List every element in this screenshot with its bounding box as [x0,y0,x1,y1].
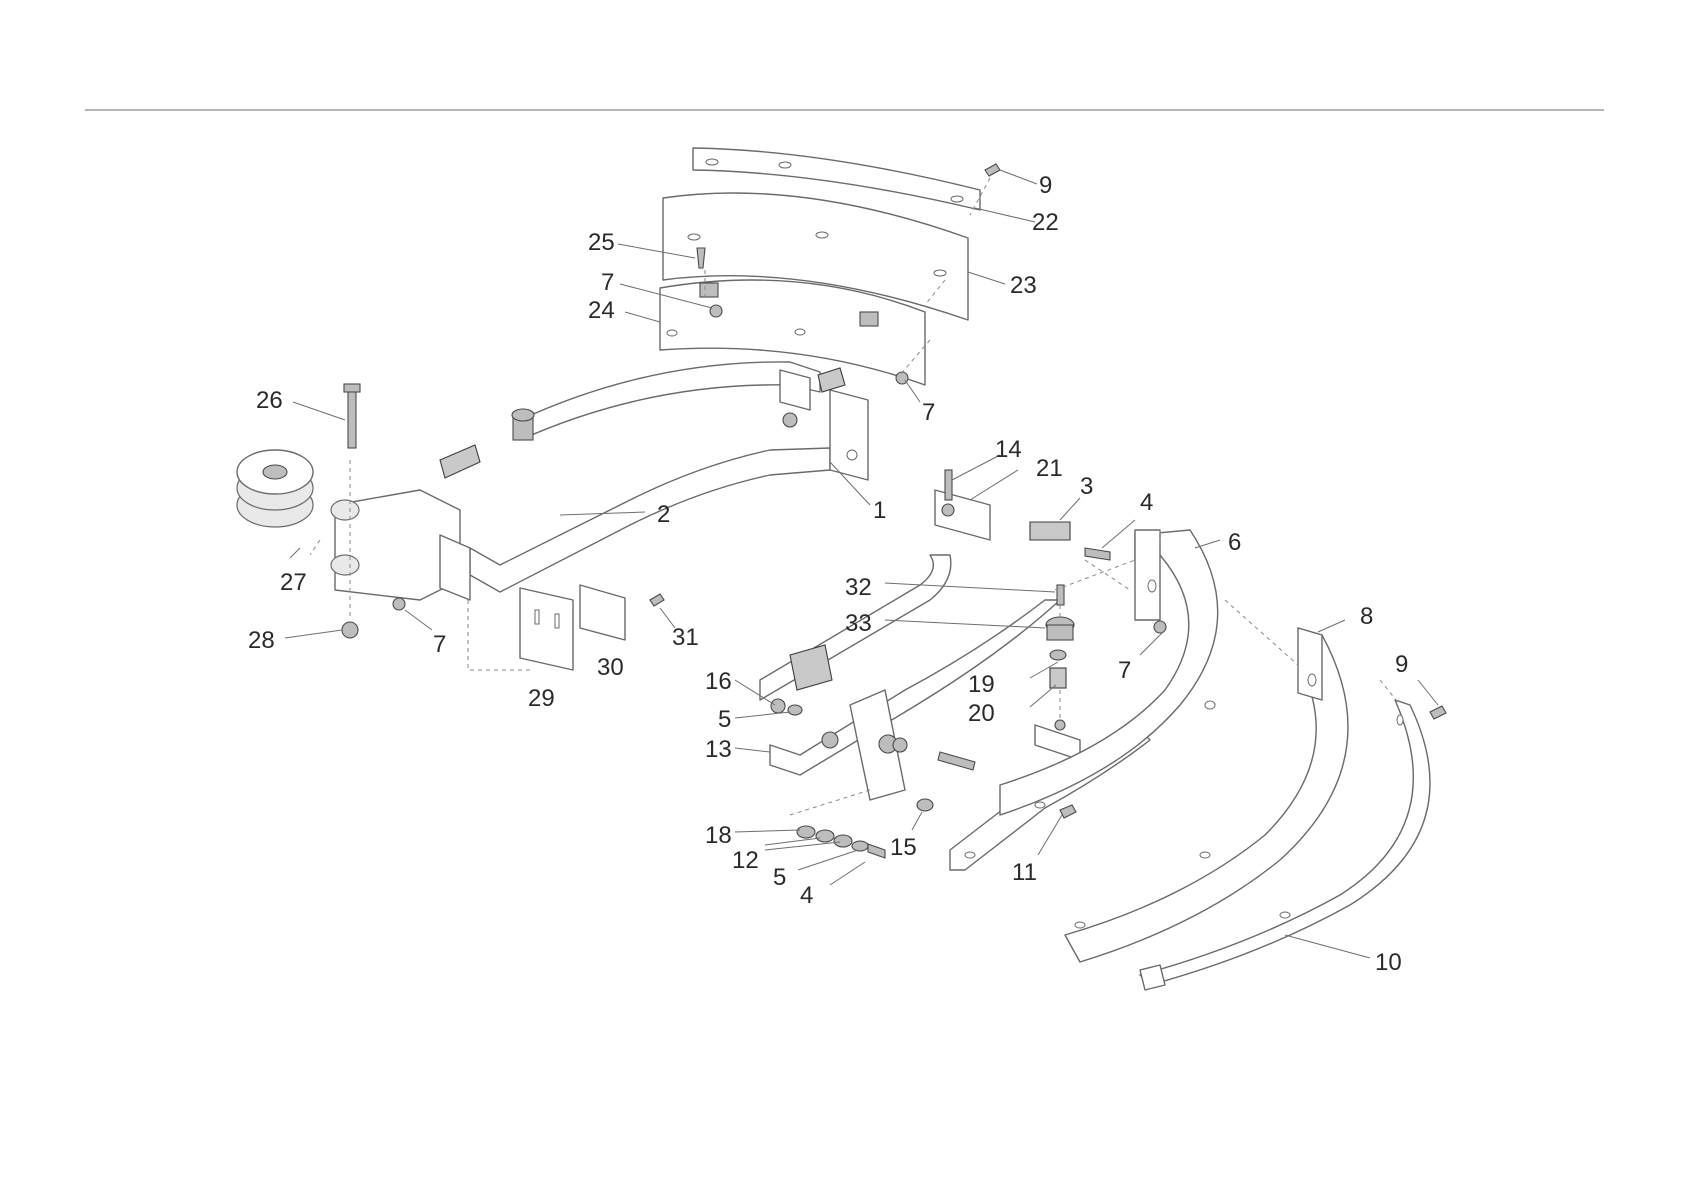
part-8-curved-guard [1065,628,1348,962]
callout-10: 10 [1375,949,1402,976]
tension-knob [512,409,534,440]
part-19-washer [1050,650,1066,660]
callout-2: 2 [657,501,670,528]
part-29-plate [520,588,573,670]
callout-11: 11 [1012,859,1037,886]
part-33-knob [1046,617,1074,640]
callout-3: 3 [1080,473,1093,500]
callout-21: 21 [1036,455,1063,482]
part-2-main-arm [470,362,830,592]
part-9-bolt-top [985,164,1000,176]
part-26-long-bolt [344,384,360,448]
callout-5-bottom: 5 [773,864,786,891]
callout-14: 14 [995,436,1022,463]
spring-mount [1035,720,1080,760]
callout-16: 16 [705,668,732,695]
part-14-pivot [935,470,990,540]
part-7-nut-guard [1154,621,1166,633]
callout-29: 29 [528,685,555,712]
callout-7-left: 7 [433,631,446,658]
part-30-plate [580,585,625,640]
callout-25: 25 [588,229,615,256]
spring-right-top [818,368,845,392]
pulley-housing [331,490,470,600]
callout-27: 27 [280,569,307,596]
part-7-nut-left [393,598,405,610]
part-25-pin [697,248,705,268]
callout-7-right: 7 [922,399,935,426]
part-3-spring [1030,522,1070,540]
part-20-spring [1050,668,1066,688]
callout-23: 23 [1010,272,1037,299]
callout-13: 13 [705,736,732,763]
callout-19: 19 [968,671,995,698]
part-5-washer-top [788,705,802,715]
callout-7-top: 7 [601,269,614,296]
part-27-pulley [237,450,313,527]
callout-30: 30 [597,654,624,681]
callout-7-guard: 7 [1118,657,1131,684]
callout-26: 26 [256,387,283,414]
callout-28: 28 [248,627,275,654]
callout-33: 33 [845,610,872,637]
part-31-screw [650,594,664,606]
callout-12: 12 [732,847,759,874]
part-28-nut [342,622,358,638]
callout-9-top: 9 [1039,172,1052,199]
part-6-curved-guard [1000,530,1218,815]
washer-stack [797,826,885,858]
spring-lower [790,645,832,690]
callout-32: 32 [845,574,872,601]
callout-18: 18 [705,822,732,849]
callout-24: 24 [588,297,615,324]
callout-9-right: 9 [1395,651,1408,678]
part-11-screw [1060,805,1076,818]
part-4-bolt-top [1085,548,1110,560]
part-32-screw [1057,585,1064,605]
callout-4-bottom: 4 [800,882,813,909]
callout-22: 22 [1032,209,1059,236]
callout-15: 15 [890,834,917,861]
part-9-bolt-right [1430,706,1446,719]
spring-left [440,445,480,478]
callout-5-top: 5 [718,706,731,733]
callout-31: 31 [672,624,699,651]
callout-1: 1 [873,497,886,524]
callout-20: 20 [968,700,995,727]
part-15-bushing [917,799,933,811]
part-16-nut [771,699,785,713]
callout-4-top: 4 [1140,489,1153,516]
callout-6: 6 [1228,529,1241,556]
callout-8: 8 [1360,603,1373,630]
part-7-nut-top [710,305,722,317]
pin-lower [938,752,975,770]
